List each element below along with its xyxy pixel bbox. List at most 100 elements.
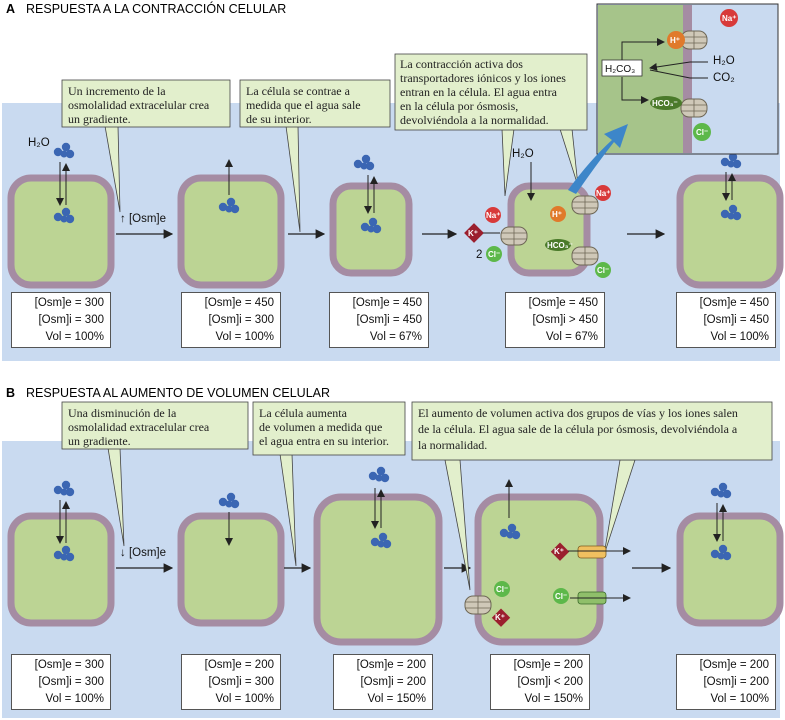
- svg-text:HCO₃⁻: HCO₃⁻: [547, 241, 573, 250]
- osm-e-value: [Osm]e = 200: [204, 659, 274, 671]
- nkcc-transporter-icon: [500, 226, 528, 246]
- volume-value: Vol = 150%: [367, 693, 426, 705]
- cell-a5: [676, 174, 784, 289]
- panel-b-letter: B: [6, 386, 15, 400]
- cell-a2: [177, 174, 285, 289]
- co2-label: CO₂: [713, 72, 735, 84]
- osm-i-value: [Osm]i = 300: [208, 314, 274, 326]
- svg-text:Na⁺: Na⁺: [486, 211, 500, 220]
- nhe-transporter-icon: [571, 195, 599, 215]
- svg-text:Na⁺: Na⁺: [596, 189, 610, 198]
- osm-i-value: [Osm]i = 450: [356, 314, 422, 326]
- osm-e-value: [Osm]e = 300: [34, 659, 104, 671]
- osm-e-value: [Osm]e = 200: [356, 659, 426, 671]
- ae-transporter-icon: [571, 246, 599, 266]
- cell-b2: [177, 512, 285, 627]
- svg-text:K⁺: K⁺: [554, 547, 564, 556]
- volume-value: Vol = 100%: [215, 331, 274, 343]
- two-label: 2: [476, 249, 482, 261]
- stimulus-decrease-label: ↓ [Osm]e: [120, 547, 166, 559]
- zoom-arrow: [568, 124, 628, 194]
- osm-i-value: [Osm]i = 300: [208, 676, 274, 688]
- cl-ion-icon: Cl⁻: [494, 581, 510, 597]
- volume-value: Vol = 100%: [710, 331, 769, 343]
- volume-value: Vol = 67%: [369, 331, 422, 343]
- osm-i-value: [Osm]i = 200: [360, 676, 426, 688]
- svg-text:Cl⁻: Cl⁻: [696, 128, 708, 137]
- osm-e-value: [Osm]e = 450: [528, 297, 598, 309]
- inset-box: H⁺ Na⁺ Cl⁻ HCO₃⁻ H₂CO₃ H₂O CO₂: [596, 3, 779, 155]
- svg-text:Na⁺: Na⁺: [722, 14, 736, 23]
- osm-e-value: [Osm]e = 450: [699, 297, 769, 309]
- k-channel-icon: [577, 545, 607, 559]
- svg-text:HCO₃⁻: HCO₃⁻: [652, 99, 678, 108]
- osm-e-value: [Osm]e = 200: [513, 659, 583, 671]
- svg-text:K⁺: K⁺: [468, 229, 478, 238]
- cell-b1: [7, 512, 115, 627]
- volume-value: Vol = 100%: [710, 693, 769, 705]
- k-ion-icon: K⁺: [491, 608, 511, 627]
- na-ion-icon: Na⁺: [720, 9, 738, 27]
- volume-value: Vol = 67%: [545, 331, 598, 343]
- h-ion-icon: H⁺: [550, 206, 566, 222]
- na-ion-icon: Na⁺: [595, 185, 611, 201]
- osm-i-value: [Osm]i = 300: [38, 314, 104, 326]
- osm-i-value: [Osm]i = 300: [38, 676, 104, 688]
- cell-a1: [7, 174, 115, 289]
- cl-ion-icon: Cl⁻: [486, 246, 502, 262]
- k-ion-icon: K⁺: [550, 542, 570, 561]
- osm-i-value: [Osm]i > 450: [532, 314, 598, 326]
- svg-text:H⁺: H⁺: [670, 36, 680, 45]
- svg-text:K⁺: K⁺: [495, 613, 505, 622]
- water-label-a: H₂O: [28, 137, 50, 149]
- cl-ion-icon: Cl⁻: [693, 123, 711, 141]
- cl-ion-icon: Cl⁻: [553, 588, 569, 604]
- volume-value: Vol = 100%: [45, 693, 104, 705]
- cl-ion-icon: Cl⁻: [595, 262, 611, 278]
- svg-text:Cl⁻: Cl⁻: [488, 250, 500, 259]
- osm-i-value: [Osm]i < 200: [517, 676, 583, 688]
- osm-e-value: [Osm]e = 300: [34, 297, 104, 309]
- osm-e-value: [Osm]e = 450: [352, 297, 422, 309]
- hco3-ion-icon: HCO₃⁻: [650, 96, 682, 110]
- osm-i-value: [Osm]i = 200: [703, 676, 769, 688]
- svg-text:Cl⁻: Cl⁻: [496, 585, 508, 594]
- svg-text:H⁺: H⁺: [552, 210, 562, 219]
- osm-e-value: [Osm]e = 450: [204, 297, 274, 309]
- osm-e-value: [Osm]e = 200: [699, 659, 769, 671]
- k-ion-icon: K⁺: [464, 223, 484, 243]
- callout-b3: El aumento de volumen activa dos grupos …: [411, 401, 773, 591]
- volume-value: Vol = 100%: [45, 331, 104, 343]
- h2co3-label: H₂CO₃: [605, 64, 635, 75]
- cell-b3: [313, 493, 443, 646]
- ae-transporter-icon: [680, 98, 708, 118]
- na-ion-icon: Na⁺: [485, 207, 501, 223]
- water-label-a4: H₂O: [512, 148, 534, 160]
- osm-i-value: [Osm]i = 450: [703, 314, 769, 326]
- panel-a-title: RESPUESTA A LA CONTRACCIÓN CELULAR: [26, 1, 286, 16]
- h-ion-icon: H⁺: [667, 31, 685, 49]
- svg-text:Cl⁻: Cl⁻: [597, 266, 609, 275]
- volume-value: Vol = 150%: [524, 693, 583, 705]
